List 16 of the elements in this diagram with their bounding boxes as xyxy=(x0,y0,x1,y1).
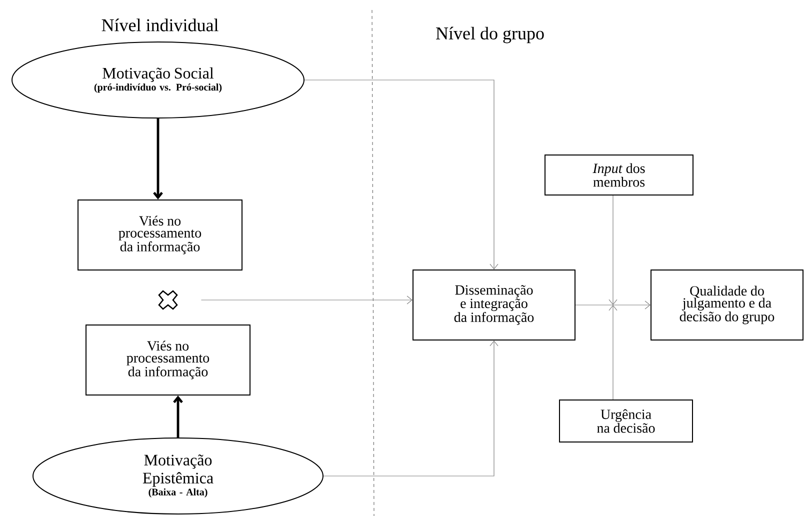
process-box: Urgência na decisão xyxy=(559,400,693,442)
arrow xyxy=(200,296,412,304)
arrow xyxy=(575,300,650,310)
process-box: Qualidade do julgamento e da decisão do grupo xyxy=(650,270,804,340)
arrow xyxy=(173,395,183,438)
arrow xyxy=(608,305,618,400)
arrow xyxy=(304,80,498,270)
arrow xyxy=(323,340,498,476)
level-heading: Nível do grupo xyxy=(436,26,544,44)
process-box: Input dos membros xyxy=(544,154,694,196)
cross-symbol xyxy=(158,290,178,310)
arrow xyxy=(153,118,163,200)
process-box: Disseminação e integração da informação xyxy=(412,270,576,340)
process-box: Viés no processamento da informação xyxy=(86,324,250,396)
arrow xyxy=(608,195,618,305)
process-box: Viés no processamento da informação xyxy=(78,200,242,270)
